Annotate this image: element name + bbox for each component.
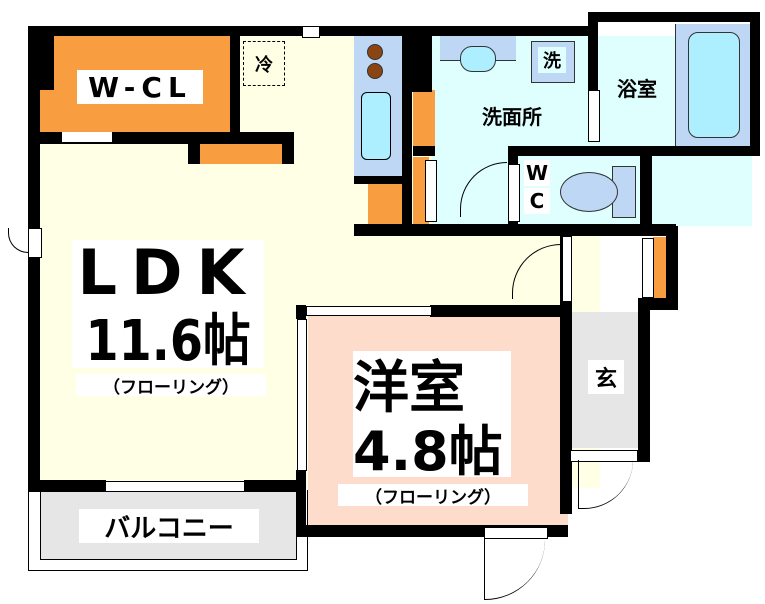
- window: [642, 238, 654, 298]
- room-label-western: 洋室: [353, 351, 511, 421]
- vent: [302, 26, 320, 38]
- shoe-storage: [653, 237, 667, 305]
- room-size-western: 4.8帖: [353, 415, 511, 483]
- storage-2: [413, 90, 435, 146]
- door-opening[interactable]: [588, 90, 600, 142]
- room-label-balcony: バルコニー: [79, 509, 259, 544]
- storage-1: [368, 182, 402, 224]
- fridge-label: 冷: [243, 41, 285, 86]
- wash-basin-bowl-icon: [460, 46, 496, 72]
- room-label-wcl: W-CL: [77, 70, 203, 104]
- room-floor-western: （フローリング）: [338, 484, 528, 508]
- stove-burner-icon: [367, 44, 383, 60]
- stove-burner-icon: [367, 63, 383, 79]
- window: [106, 481, 244, 492]
- window: [306, 306, 432, 316]
- room-label-bath: 浴室: [608, 72, 666, 102]
- door-opening[interactable]: [562, 236, 572, 302]
- washer-label: 洗: [538, 47, 566, 73]
- room-label-wc-w: W: [524, 160, 550, 186]
- door-opening[interactable]: [425, 160, 437, 222]
- room-label-washroom: 洗面所: [470, 100, 554, 130]
- toilet-bowl-icon: [560, 172, 618, 212]
- room-floor-ldk: （フローリング）: [76, 374, 266, 398]
- door-swing-icon: [578, 460, 633, 509]
- outer-wall: [28, 26, 40, 490]
- door-opening[interactable]: [28, 228, 42, 258]
- room-size-ldk: 11.6帖: [72, 304, 265, 374]
- door-opening[interactable]: [62, 132, 112, 142]
- door-opening[interactable]: [508, 164, 520, 222]
- door-swing-icon: [8, 228, 29, 253]
- room-label-ldk: LDK: [72, 236, 264, 309]
- storage-shelf: [198, 143, 282, 164]
- door-swing-icon: [484, 537, 545, 600]
- room-label-wc-c: C: [524, 188, 550, 214]
- room-label-entrance: 玄: [588, 360, 624, 394]
- window: [297, 319, 307, 471]
- sink-icon: [361, 92, 391, 160]
- bathtub-icon: [688, 32, 740, 138]
